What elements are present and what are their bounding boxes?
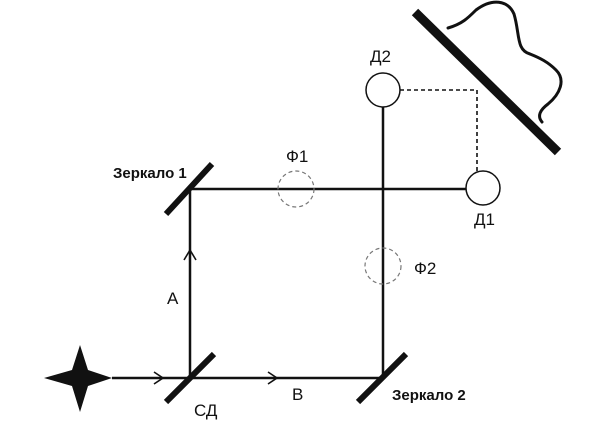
arrow-path-b [267,371,279,385]
phase-element-1 [277,170,315,208]
detector2-label: Д2 [370,47,391,66]
phase-elements [277,170,402,285]
detector-2 [365,72,401,108]
phase1-label: Ф1 [286,147,308,166]
light-source-icon [44,345,112,412]
detector1-label: Д1 [474,210,495,229]
mirror-2 [355,351,409,405]
detectors [365,72,501,206]
beam-splitter-label: СД [194,401,218,420]
mirror1-label: Зеркало 1 [113,165,187,182]
detector-1 [465,170,501,206]
mirror2-label: Зеркало 2 [392,387,466,404]
beam-splitter [163,351,217,405]
detection-screen [411,8,562,156]
beam-arrows [153,248,279,385]
path-a-label: А [167,289,179,308]
beam-paths [112,107,467,380]
interference-pattern-curve [446,0,563,124]
arrow-path-a [183,248,197,261]
phase2-label: Ф2 [414,259,436,278]
optical-elements [163,161,409,405]
mirror-1 [163,161,215,217]
phase-element-2 [364,247,402,285]
detector-connectors [400,89,478,172]
arrow-source [153,371,165,385]
path-b-label: В [292,385,303,404]
